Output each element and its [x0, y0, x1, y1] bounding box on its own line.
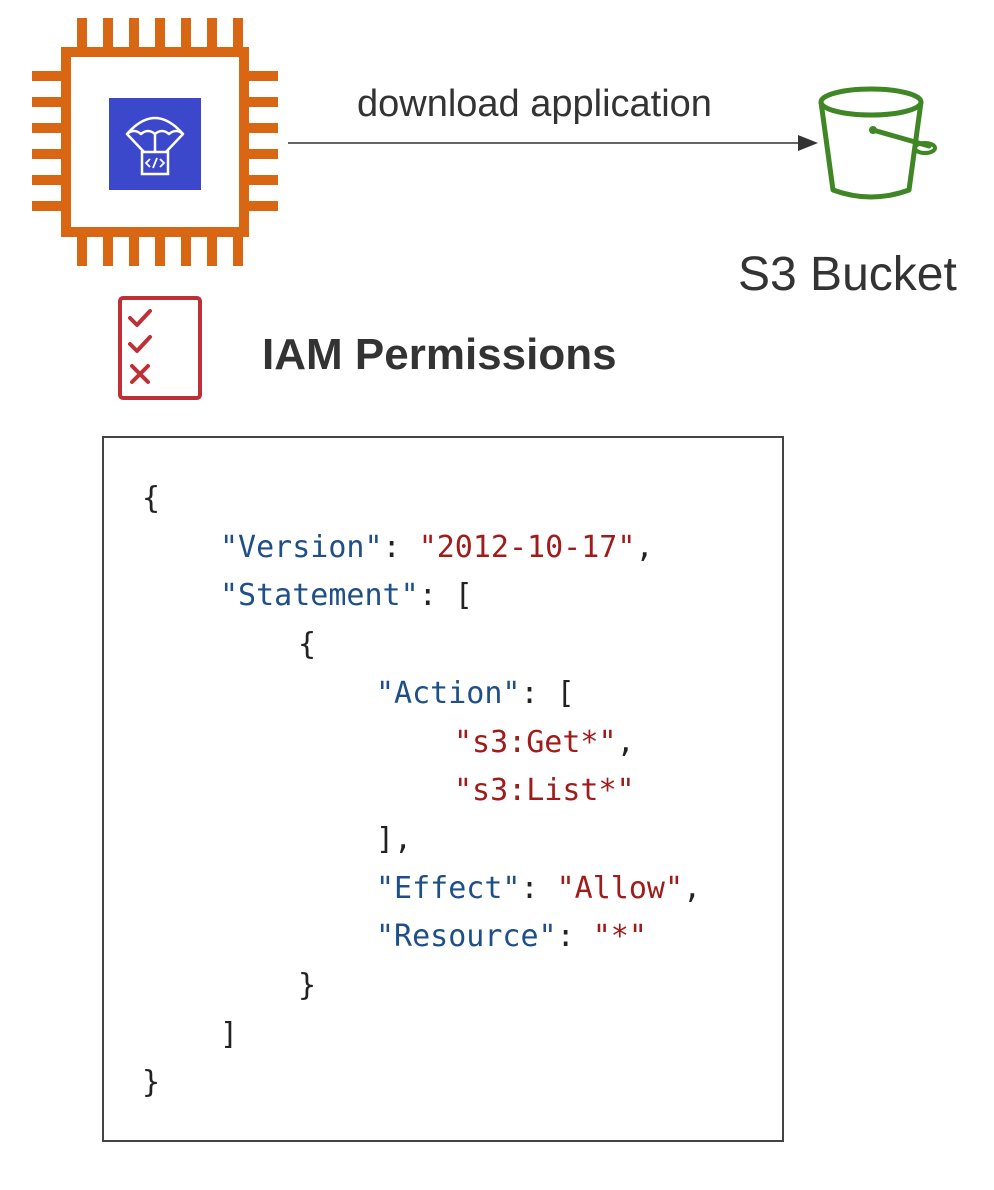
json-punct: : [: [520, 675, 575, 711]
json-key: "Action": [376, 675, 521, 711]
json-key: "Resource": [376, 919, 557, 955]
s3-bucket-icon: [818, 86, 937, 200]
json-punct: {: [142, 481, 161, 516]
code-line: ]: [220, 1013, 238, 1057]
json-punct: ,: [683, 870, 702, 906]
ec2-instance-icon: [32, 18, 278, 266]
json-punct: ,: [616, 724, 635, 760]
code-line: "Version": "2012-10-17",: [220, 526, 654, 570]
code-line: "Effect": "Allow",: [376, 867, 701, 911]
chip-pins: [32, 18, 278, 266]
json-punct: ,: [635, 529, 654, 565]
json-string: "s3:List*": [454, 773, 635, 809]
download-arrow: [288, 135, 818, 151]
json-punct: :: [382, 529, 419, 565]
check-icon: [128, 309, 152, 327]
code-line: "Action": [: [376, 672, 575, 716]
json-punct: :: [556, 919, 593, 955]
json-key: "Version": [220, 529, 383, 565]
json-punct: {: [298, 627, 317, 663]
code-line: {: [298, 623, 316, 667]
code-line: "Statement": [: [220, 574, 473, 618]
bucket-label: S3 Bucket: [738, 248, 957, 301]
json-string: "Allow": [556, 870, 684, 906]
code-line: "Resource": "*": [376, 915, 647, 959]
iam-permissions-label: IAM Permissions: [262, 330, 617, 379]
json-punct: }: [142, 1065, 161, 1101]
json-punct: }: [298, 968, 317, 1003]
cross-icon: [130, 364, 150, 384]
json-key: "Statement": [220, 578, 419, 614]
json-punct: : [: [418, 578, 473, 614]
policy-code-block: {"Version": "2012-10-17","Statement": [{…: [102, 436, 784, 1142]
code-line: "s3:Get*",: [454, 721, 635, 765]
json-punct: ],: [376, 821, 413, 857]
json-punct: :: [520, 870, 557, 906]
check-icon: [128, 335, 152, 353]
json-string: "*": [592, 919, 647, 955]
code-line: ],: [376, 818, 412, 862]
arrowhead-icon: [798, 135, 818, 151]
json-string: "s3:Get*": [454, 724, 617, 760]
edge-label: download application: [357, 83, 712, 125]
codedeploy-icon: [109, 98, 201, 190]
checklist-icon: [118, 296, 202, 400]
json-punct: ]: [220, 1016, 239, 1052]
code-line: }: [142, 1061, 160, 1105]
code-line: {: [142, 477, 160, 521]
json-string: "2012-10-17": [418, 529, 636, 565]
code-line: }: [298, 964, 316, 1008]
json-key: "Effect": [376, 870, 521, 906]
code-line: "s3:List*": [454, 769, 635, 813]
